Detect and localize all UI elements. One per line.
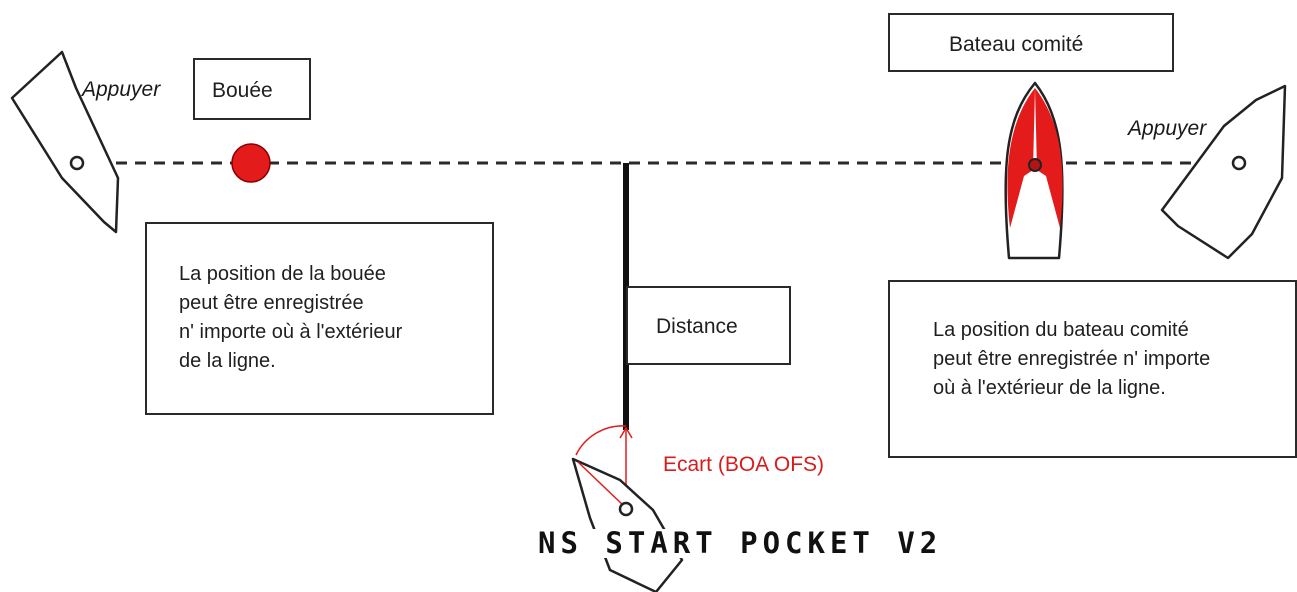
bouee-note-line: n' importe où à l'extérieur <box>179 321 403 343</box>
left-boat-hull <box>10 50 120 234</box>
committee-boat-ping <box>1028 158 1042 172</box>
ecart-label: Ecart (BOA OFS) <box>663 453 825 476</box>
appuyer-right-label: Appuyer <box>1128 117 1207 140</box>
bateau-note-line: La position du bateau comité <box>933 319 1189 341</box>
bouee-note-line: de la ligne. <box>179 350 276 372</box>
bottom-boat-heading <box>577 461 626 508</box>
committee-boat-red-right <box>1035 88 1063 228</box>
bouee-note-box: La position de la bouée peut être enregi… <box>145 222 494 415</box>
right-boat-ping <box>1231 155 1247 171</box>
bateau-note-line: où à l'extérieur de la ligne. <box>933 377 1166 399</box>
bouee-note-line: peut être enregistrée <box>179 292 364 314</box>
bouee-label: Bouée <box>212 79 273 102</box>
bouee-box: Bouée <box>193 58 311 120</box>
bateau-comite-box: Bateau comité <box>888 13 1174 72</box>
committee-boat-red-left <box>1007 88 1035 228</box>
distance-box: Distance <box>626 286 791 365</box>
bateau-note-box: La position du bateau comité peut être e… <box>888 280 1297 458</box>
bouee-note-line: La position de la bouée <box>179 263 386 285</box>
bateau-note-line: peut être enregistrée n' importe <box>933 348 1211 370</box>
offset-arrow-head <box>619 426 633 439</box>
bateau-comite-label: Bateau comité <box>949 33 1084 56</box>
brand-wordmark: NS START POCKET V2 <box>536 526 945 560</box>
bottom-boat-hull <box>571 457 684 592</box>
buoy-mark <box>231 143 271 183</box>
bouee-note-text: La position de la bouée peut être enregi… <box>179 260 402 376</box>
distance-label: Distance <box>656 315 738 338</box>
appuyer-left-label: Appuyer <box>82 78 161 101</box>
left-boat-ping <box>69 155 85 171</box>
bateau-note-text: La position du bateau comité peut être e… <box>933 316 1210 403</box>
right-boat-hull <box>1160 84 1287 260</box>
bottom-boat-ping <box>618 501 634 517</box>
offset-arc <box>575 425 627 456</box>
